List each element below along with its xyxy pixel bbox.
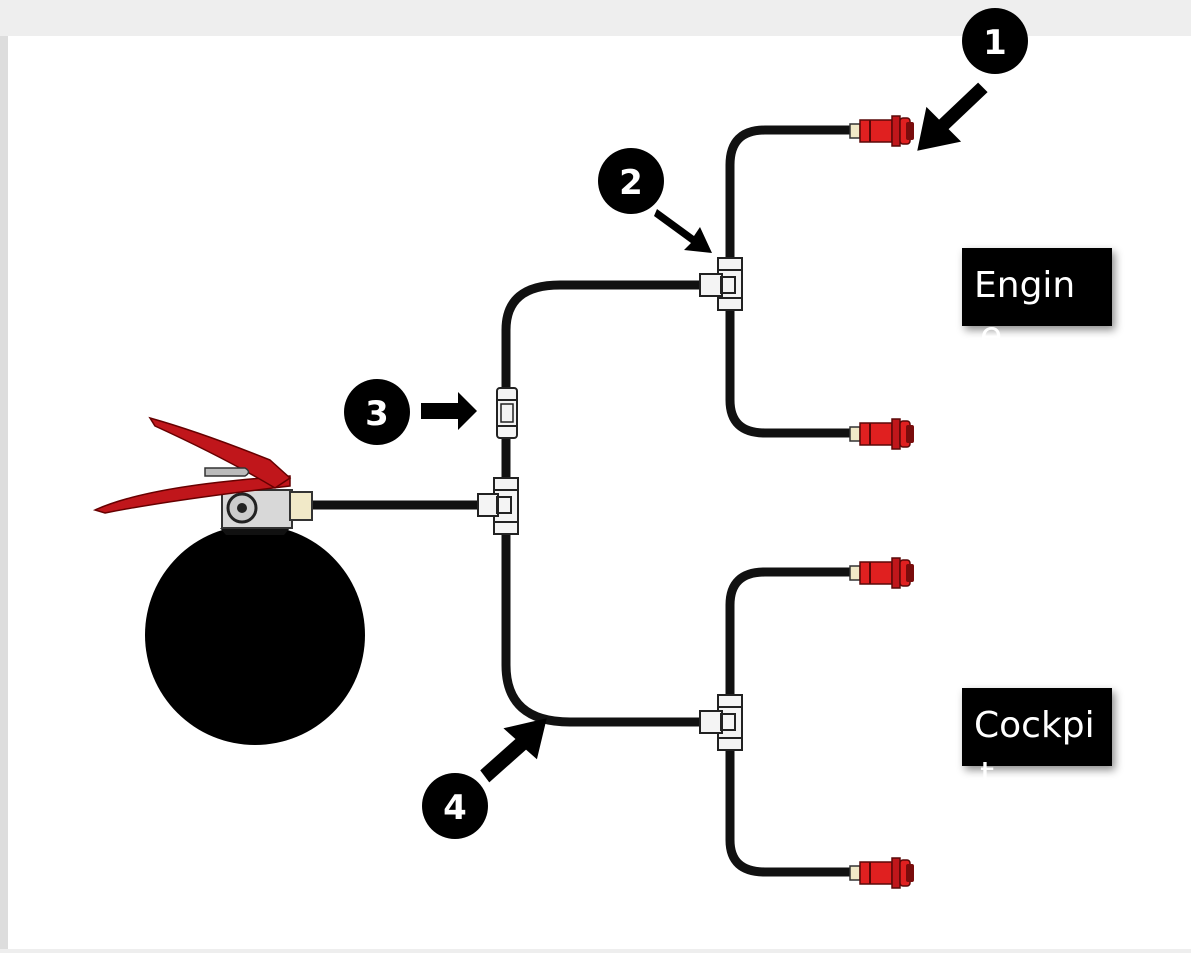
label-engine: Engin e: [962, 248, 1112, 356]
discharge-lever: [92, 475, 291, 514]
marker-2: 2: [598, 148, 664, 214]
label-cockpit: Cockpi t: [962, 688, 1112, 796]
hose-network: [295, 125, 860, 877]
nozzle-engine-top: [849, 115, 914, 147]
nozzle-cockpit-bottom: [849, 857, 914, 889]
label-cockpit-line1: Cockpi: [974, 705, 1095, 746]
hose-trunk-upper: [501, 280, 710, 495]
arrow-4-icon: [480, 718, 547, 783]
inline-union-fitting: [496, 387, 518, 439]
hose-trunk-lower: [501, 515, 710, 727]
marker-4-number: 4: [443, 788, 467, 828]
tee-fitting-cockpit: [699, 694, 743, 751]
hose-engine-branch-top: [725, 125, 860, 263]
hose-engine-branch-bottom: [725, 305, 860, 438]
tee-fitting-main: [477, 477, 519, 535]
bottle-neck: [220, 528, 290, 535]
bottle-sphere: [145, 525, 365, 745]
marker-3-number: 3: [365, 394, 389, 434]
safety-pin: [204, 467, 250, 477]
hose-cockpit-branch-bottom: [725, 745, 860, 877]
panel-left-edge: [0, 36, 8, 949]
label-engine-line1: Engin: [974, 265, 1076, 306]
marker-1-number: 1: [983, 23, 1007, 63]
label-engine-line2: e: [980, 315, 1003, 356]
tee-fitting-engine: [699, 257, 743, 311]
callout-arrows: [421, 82, 988, 783]
nozzle-engine-bottom: [849, 418, 914, 450]
arrow-2-icon: [654, 209, 712, 253]
marker-4: 4: [422, 773, 488, 839]
marker-2-number: 2: [619, 163, 643, 203]
valve-outlet: [289, 491, 313, 521]
nozzle-cockpit-top: [849, 557, 914, 589]
label-cockpit-line2: t: [980, 755, 995, 796]
arrow-1-icon: [917, 82, 988, 151]
marker-1: 1: [962, 8, 1028, 74]
extinguisher-bottle: [92, 416, 365, 745]
marker-3: 3: [344, 379, 410, 445]
carry-handle: [148, 416, 292, 489]
hose-cockpit-branch-top: [725, 567, 860, 700]
arrow-3-icon: [421, 392, 477, 430]
